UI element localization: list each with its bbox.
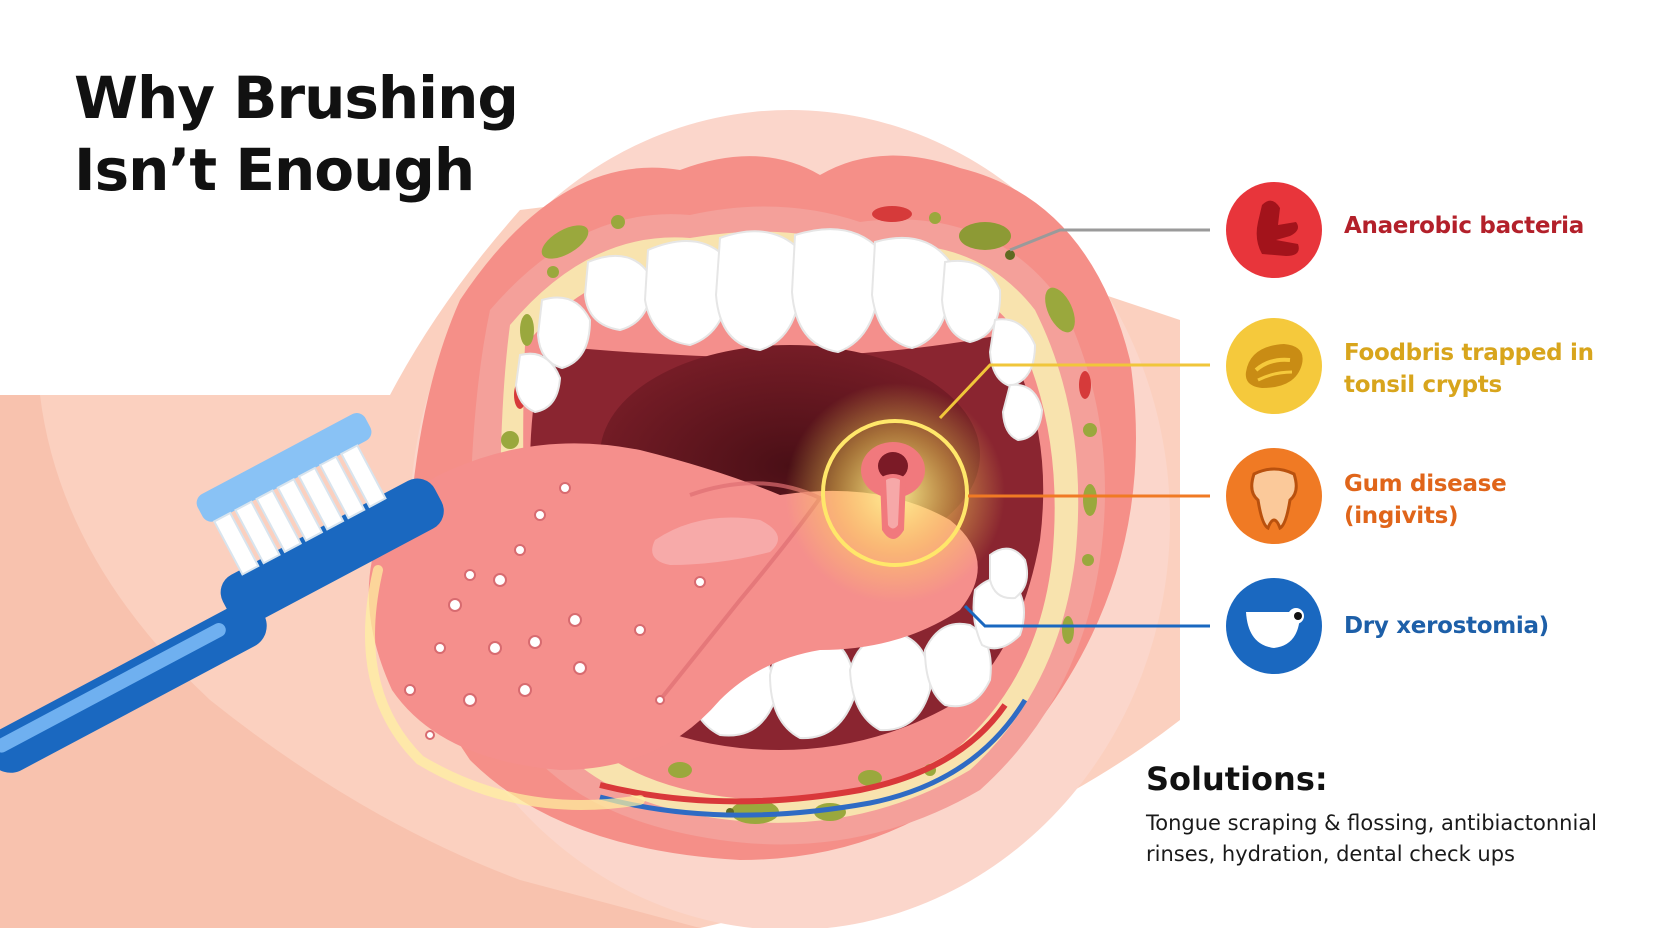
tongue-glow <box>365 565 645 810</box>
connector-anaerobic <box>1009 228 1210 252</box>
tonsil-ring <box>821 419 969 567</box>
tongue-shadow <box>658 481 824 702</box>
solutions-text: Tongue scraping & flossing, antibiactonn… <box>1146 811 1598 866</box>
blood-vessel-blue <box>599 698 1028 818</box>
bacteria-icon <box>1226 182 1322 278</box>
tongue-papillae <box>404 482 706 740</box>
page-title: Why Brushing Isn’t Enough <box>74 62 519 206</box>
label-food-debris: Foodbris trapped in tonsil crypts <box>1344 340 1594 398</box>
connector-lines <box>938 228 1210 628</box>
dry-mouth-icon <box>1226 578 1322 674</box>
face-shadow <box>0 395 700 928</box>
connector-dry <box>963 604 1210 628</box>
food-debris-icon <box>1226 318 1322 414</box>
label-dry-mouth: Dry xerostomia) <box>1344 613 1549 639</box>
toothbrush-icon <box>0 413 444 773</box>
tissue-specks <box>501 206 1097 824</box>
tooth-icon <box>1226 448 1322 544</box>
tonsil-icon <box>861 442 925 539</box>
solutions-heading: Solutions: <box>1146 760 1328 798</box>
lower-teeth <box>688 547 1028 740</box>
upper-teeth <box>514 228 1044 442</box>
tongue-highlight <box>652 517 778 565</box>
label-anaerobic-bacteria: Anaerobic bacteria <box>1344 213 1584 239</box>
title-line-1: Why Brushing <box>74 64 519 132</box>
title-line-2: Isn’t Enough <box>74 136 475 204</box>
connector-food <box>938 363 1210 420</box>
blood-vessel-red <box>599 703 1008 805</box>
label-gum-disease: Gum disease (ingivits) <box>1344 471 1507 529</box>
